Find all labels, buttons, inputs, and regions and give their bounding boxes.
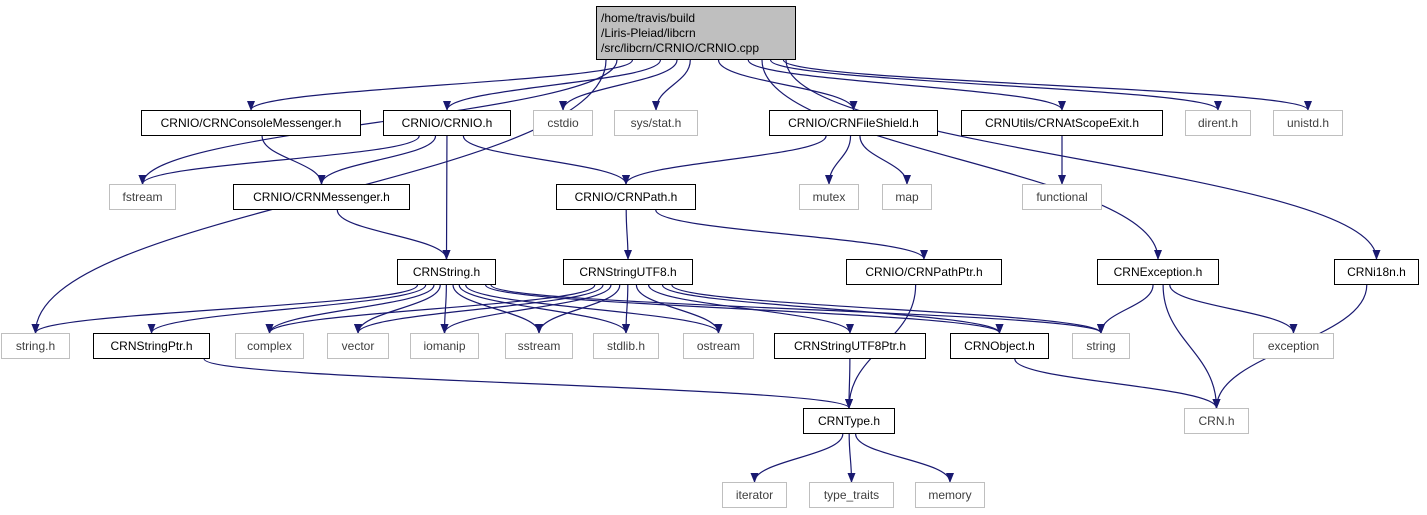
root-line-2: /Liris-Pleiad/libcrn [601,25,696,40]
edge-crnstringutf8-to-stdlib [622,284,631,334]
node-crnstring[interactable]: CRNString.h [397,259,496,285]
edge-crntype-to-type_traits [847,433,856,483]
node-crnio-path-ptr[interactable]: CRNIO/CRNPathPtr.h [846,259,1002,285]
edge-crnio_messenger-to-crnstring [336,209,451,260]
edge-crnio_crnio-to-crnio_messenger [317,135,437,185]
node-crnstring-utf8[interactable]: CRNStringUTF8.h [563,259,693,285]
root-line-1: /home/travis/build [601,10,696,25]
node-crni18n[interactable]: CRNi18n.h [1334,259,1419,285]
edge-crnstringutf8-to-string [671,284,1105,334]
node-memory[interactable]: memory [915,482,985,508]
edge-root-to-crnio_fileshield [717,59,858,111]
edge-crntype-to-iterator [750,433,844,483]
node-vector[interactable]: vector [327,333,389,359]
root-line-3: /src/libcrn/CRNIO/CRNIO.cpp [601,40,760,55]
edge-crnstringutf8ptr-to-crntype [845,358,854,409]
node-sys-stat[interactable]: sys/stat.h [614,110,698,136]
edge-crnstring-to-crnstringptr [147,284,427,334]
node-stdlib[interactable]: stdlib.h [593,333,659,359]
edge-crnio_path-to-crnio_pathptr [655,209,928,260]
edge-crnexception-to-crn_h [1162,284,1221,409]
edge-crnstringutf8-to-ostream [635,284,723,334]
edge-root-to-dirent [769,59,1222,111]
node-iterator[interactable]: iterator [722,482,787,508]
edge-crnstringutf8-to-complex [265,284,596,334]
edge-crnstring-to-iomanip [440,284,449,334]
node-crnio-file-shield[interactable]: CRNIO/CRNFileShield.h [769,110,938,136]
edge-root-to-sys_stat [652,59,691,111]
node-root[interactable]: /home/travis/build /Liris-Pleiad/libcrn … [596,6,796,60]
node-crnutils-at-scope-exit[interactable]: CRNUtils/CRNAtScopeExit.h [961,110,1163,136]
node-string[interactable]: string [1072,333,1130,359]
edge-crnio_crnio-to-crnio_path [462,135,630,185]
node-crntype[interactable]: CRNType.h [803,408,895,434]
edge-root-to-crnio_console [247,59,634,111]
node-crnstring-utf8-ptr[interactable]: CRNStringUTF8Ptr.h [774,333,926,359]
node-map[interactable]: map [882,184,932,210]
node-complex[interactable]: complex [235,333,304,359]
edge-crnio_crnio-to-fstream [138,135,420,185]
edge-crnio_fileshield-to-mutex [825,135,852,185]
node-cstdio[interactable]: cstdio [533,110,593,136]
edge-root-to-crnexception [761,59,1162,260]
edge-root-to-crnio_crnio [443,59,662,111]
node-crnstring-ptr[interactable]: CRNStringPtr.h [93,333,210,359]
edge-root-to-fstream [138,59,618,185]
node-crnexception[interactable]: CRNException.h [1097,259,1219,285]
edge-crnstringutf8-to-sstream [535,284,621,334]
edge-root-to-unistd [782,59,1312,111]
node-string-h[interactable]: string.h [1,333,70,359]
edge-root-to-crni18n [785,59,1381,260]
node-exception[interactable]: exception [1253,333,1334,359]
node-type-traits[interactable]: type_traits [809,482,894,508]
edge-crnio_console-to-crnio_messenger [261,135,326,185]
node-crnobject[interactable]: CRNObject.h [950,333,1049,359]
node-crnio-crnio[interactable]: CRNIO/CRNIO.h [383,110,511,136]
edge-crnstringutf8-to-crnstringutf8ptr [648,284,854,334]
edge-crnobject-to-crn_h [1014,358,1221,409]
node-sstream[interactable]: sstream [505,333,573,359]
edge-crntype-to-memory [855,433,954,483]
edge-crnstring-to-ostream [465,284,723,334]
edge-crnstring-to-complex [265,284,435,334]
node-ostream[interactable]: ostream [683,333,754,359]
node-crnio-path[interactable]: CRNIO/CRNPath.h [556,184,696,210]
edge-crnstring-to-stdlib [458,284,630,334]
node-mutex[interactable]: mutex [799,184,859,210]
node-crn-h[interactable]: CRN.h [1184,408,1249,434]
edge-crnio_path-to-crnstringutf8 [623,209,632,260]
node-crnio-console-messenger[interactable]: CRNIO/CRNConsoleMessenger.h [141,110,361,136]
edge-crnstring-to-string [490,284,1105,334]
node-functional[interactable]: functional [1022,184,1102,210]
node-fstream[interactable]: fstream [109,184,176,210]
edge-crnexception-to-exception [1169,284,1298,334]
edge-crnstringutf8-to-vector [354,284,604,334]
edge-crnexception-to-string [1097,284,1154,334]
node-dirent[interactable]: dirent.h [1185,110,1251,136]
node-iomanip[interactable]: iomanip [410,333,479,359]
edge-crnio_fileshield-to-crnio_path [622,135,827,185]
edge-crnstringutf8-to-iomanip [440,284,612,334]
node-unistd[interactable]: unistd.h [1273,110,1343,136]
edge-crnstringptr-to-crntype [203,358,853,409]
edge-crnstring-to-string_h [31,284,419,334]
edge-crnstring-to-crnobject [485,284,1004,334]
edge-crnstringutf8-to-crnobject [661,284,1004,334]
edge-crnio_fileshield-to-map [859,135,911,185]
edge-root-to-cstdio [559,59,678,111]
node-crnio-messenger[interactable]: CRNIO/CRNMessenger.h [233,184,410,210]
edge-root-to-crnutils_atscope [747,59,1066,111]
